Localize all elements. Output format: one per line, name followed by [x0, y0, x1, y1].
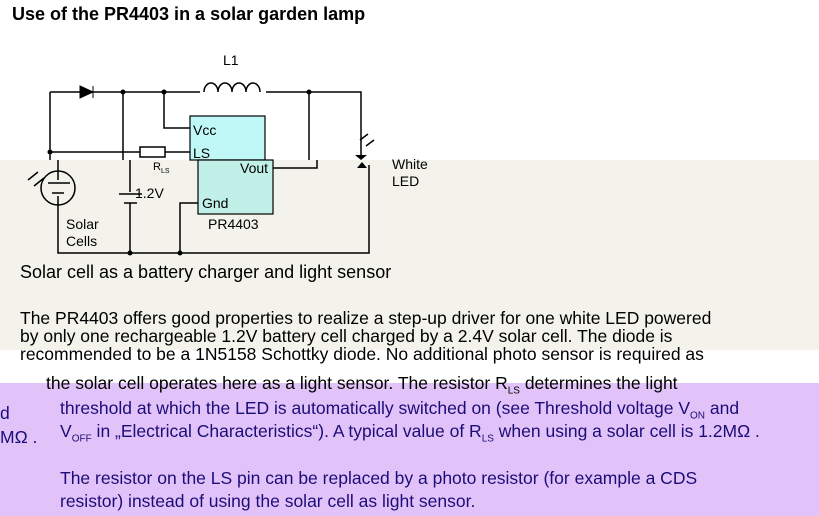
highlight-band — [0, 383, 819, 516]
rls-label: RLS — [153, 161, 170, 176]
solar-label-1: Solar — [66, 216, 99, 232]
led-label-2: LED — [392, 173, 420, 189]
ls-pin-label: LS — [193, 145, 211, 161]
gnd-pin-label: Gnd — [202, 195, 229, 211]
para2-line: VOFF in „Electrical Characteristics“). A… — [60, 421, 760, 445]
ic-label: PR4403 — [208, 216, 259, 232]
para3-line: resistor) instead of using the solar cel… — [60, 491, 476, 511]
para1-line: the solar cell operates here as a light … — [46, 373, 678, 397]
caption: Solar cell as a battery charger and ligh… — [20, 262, 392, 282]
para2-line: threshold at which the LED is automatica… — [60, 398, 740, 422]
page-title: Use of the PR4403 in a solar garden lamp — [12, 4, 366, 24]
para1-line: recommended to be a 1N5158 Schottky diod… — [20, 344, 704, 364]
para1-line: by only one rechargeable 1.2V battery ce… — [20, 326, 673, 346]
vcc-pin-label: Vcc — [193, 122, 217, 138]
para3-line: The resistor on the LS pin can be replac… — [60, 468, 698, 488]
vout-pin-label: Vout — [240, 160, 269, 176]
solar-label-2: Cells — [66, 233, 98, 249]
fragment: MΩ . — [0, 427, 38, 447]
battery-label: 1.2V — [135, 185, 164, 201]
fragment: d — [0, 403, 10, 423]
led-label-1: White — [392, 156, 428, 172]
circuit-diagram — [27, 82, 375, 256]
para1-line: The PR4403 offers good properties to rea… — [20, 308, 712, 328]
inductor-label: L1 — [223, 52, 239, 68]
lower-background — [0, 160, 819, 350]
